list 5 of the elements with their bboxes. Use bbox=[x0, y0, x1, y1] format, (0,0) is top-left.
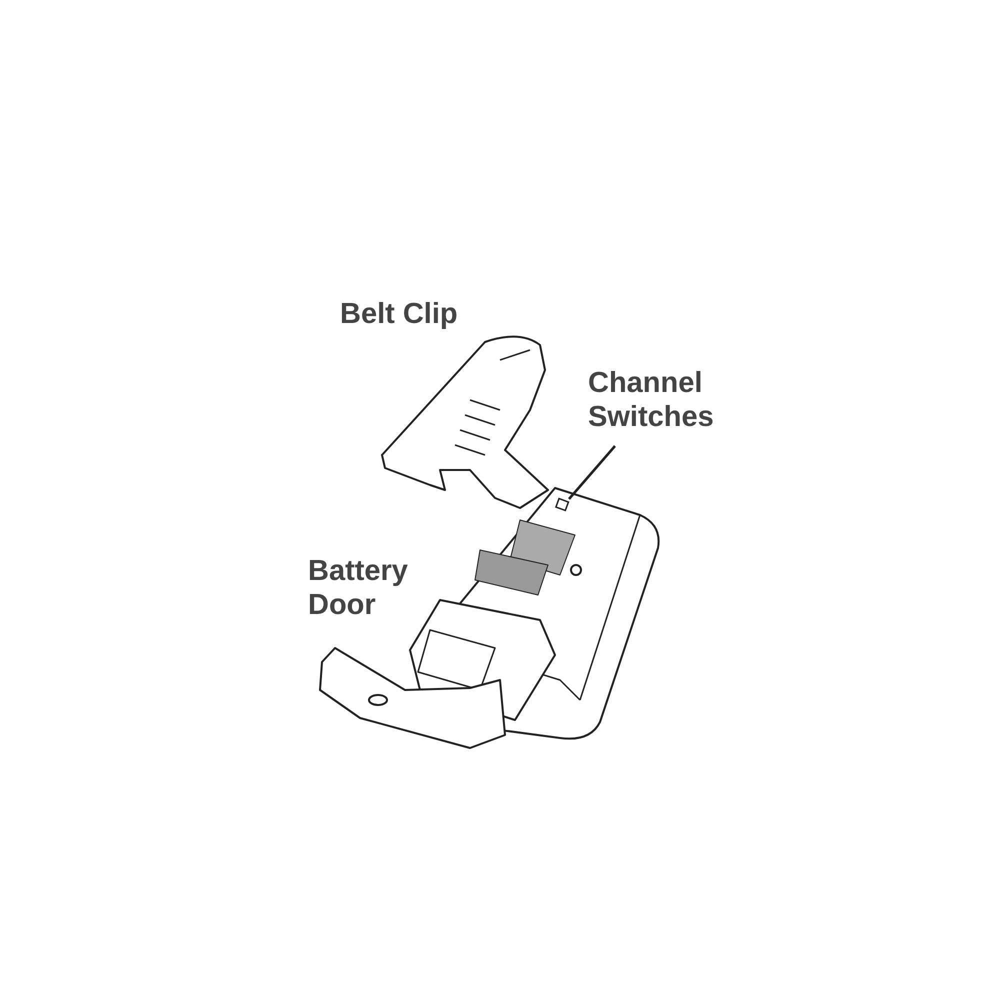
channel-switch bbox=[554, 498, 570, 512]
part-label: Belt Clip bbox=[340, 297, 459, 331]
part-label: Battery Door bbox=[308, 554, 409, 622]
part-label: Channel Switches bbox=[588, 366, 758, 434]
leader-line bbox=[568, 445, 616, 500]
